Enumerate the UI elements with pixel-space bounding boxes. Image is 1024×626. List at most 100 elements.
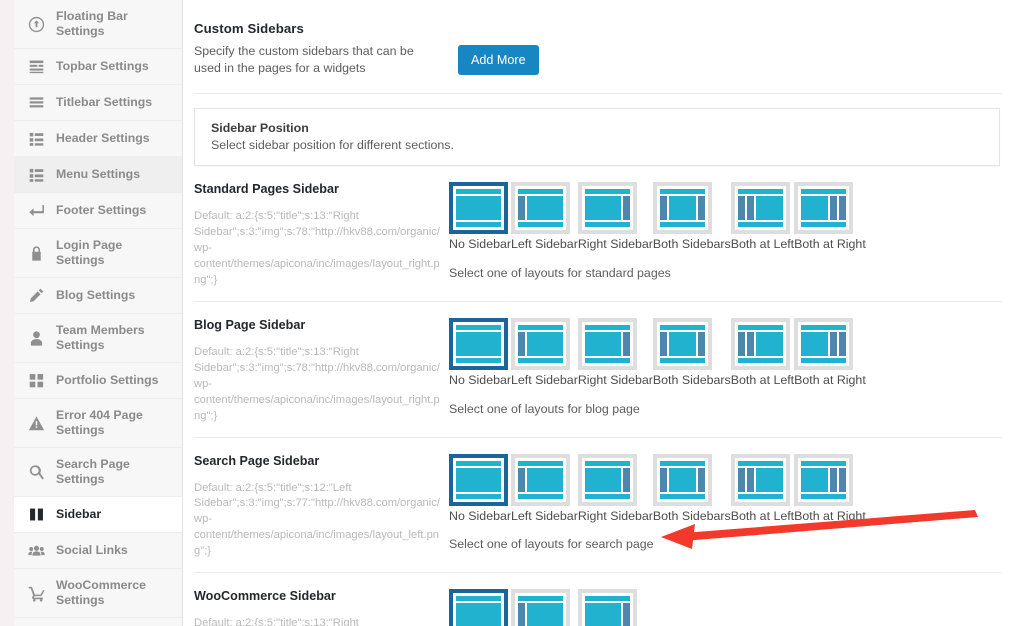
layout-thumbnail[interactable] <box>652 453 712 506</box>
sidebar-item-under-construction-site[interactable]: Under Construction Site <box>14 618 182 626</box>
layout-thumbnail[interactable] <box>730 453 790 506</box>
sidebar-item-label: Social Links <box>56 543 128 557</box>
sidebar-item-label: Titlebar Settings <box>56 95 153 109</box>
layout-option-both_right[interactable]: Both at Right <box>794 318 866 388</box>
layout-thumbnail[interactable] <box>577 589 637 626</box>
layout-option-label: Both at Right <box>794 508 866 523</box>
layout-thumbnail[interactable] <box>577 182 637 235</box>
layout-option-both_left[interactable]: Both at Left <box>730 453 794 524</box>
layout-option-none[interactable]: No Sidebar <box>449 453 511 524</box>
layout-option-both_left[interactable]: Both at Left <box>730 318 794 388</box>
sidebar-item-label: Error 404 Page Settings <box>56 408 143 437</box>
layout-option-right[interactable]: Right Sidebar <box>577 318 653 388</box>
layout-thumbnail[interactable] <box>577 318 637 370</box>
section-divider <box>194 301 1002 302</box>
option-title: WooCommerce Sidebar <box>194 589 336 604</box>
layout-option-left[interactable]: Left Sidebar <box>511 318 578 388</box>
layout-thumbnail[interactable] <box>511 182 570 235</box>
warning-triangle-icon <box>28 415 45 432</box>
layout-thumbnail[interactable] <box>449 453 508 506</box>
layout-thumbnail[interactable] <box>730 318 790 370</box>
layout-option-both[interactable]: Both Sidebars <box>652 318 731 388</box>
layout-option-right[interactable]: Right Sidebar <box>577 182 653 252</box>
layout-option-both_right[interactable]: Both at Right <box>794 453 866 524</box>
layout-option-both[interactable]: Both Sidebars <box>652 182 731 252</box>
layout-thumbnail[interactable] <box>511 589 570 626</box>
sidebar-item-floating-bar-settings[interactable]: Floating Bar Settings <box>14 0 182 49</box>
layout-option-label: No Sidebar <box>449 373 511 387</box>
layout-thumbnail[interactable] <box>794 318 854 370</box>
sidebar-item-label: WooCommerce Settings <box>56 578 146 607</box>
layout-option-left[interactable]: Left Sidebar <box>511 182 578 252</box>
sidebar-item-team-members-settings[interactable]: Team Members Settings <box>14 314 182 363</box>
grid-squares-icon <box>28 372 45 389</box>
sidebar-item-footer-settings[interactable]: Footer Settings <box>14 193 182 229</box>
sidebar-item-label: Header Settings <box>56 131 150 145</box>
sidebar-item-label: Blog Settings <box>56 288 136 302</box>
layout-thumbnail[interactable] <box>449 589 508 626</box>
sidebar-item-sidebar[interactable]: Sidebar <box>14 497 182 533</box>
layout-option-label: No Sidebar <box>449 508 511 523</box>
sidebar-item-login-page-settings[interactable]: Login Page Settings <box>14 229 182 278</box>
layout-thumbnail[interactable] <box>652 318 712 370</box>
sidebar-item-label: Team Members Settings <box>56 323 145 352</box>
layout-thumbnail[interactable] <box>652 182 712 235</box>
layout-preview-left <box>515 322 566 366</box>
add-more-button[interactable]: Add More <box>458 45 539 75</box>
sidebar-item-blog-settings[interactable]: Blog Settings <box>14 278 182 314</box>
option-default-value: Default: a:2:{s:5:"title";s:13:"Right Si… <box>194 210 440 287</box>
layout-option-none[interactable]: No Sidebar <box>449 589 511 626</box>
layout-thumbnail[interactable] <box>794 453 854 506</box>
sidebar-item-header-settings[interactable]: Header Settings <box>14 121 182 157</box>
layout-thumbnail[interactable] <box>794 182 854 235</box>
layout-thumbnail[interactable] <box>577 453 637 506</box>
sidebar-item-label: Login Page Settings <box>56 238 123 267</box>
layout-option-none[interactable]: No Sidebar <box>449 182 511 252</box>
layout-preview-right <box>581 457 633 502</box>
sidebar-item-search-page-settings[interactable]: Search Page Settings <box>14 448 182 497</box>
titlebar-lines-icon <box>28 94 45 111</box>
layout-option-label: Left Sidebar <box>511 373 578 387</box>
layout-thumbnail[interactable] <box>730 182 790 235</box>
layout-preview-both_right <box>798 457 850 502</box>
layout-option-none[interactable]: No Sidebar <box>449 318 511 388</box>
layout-option-left[interactable]: Left Sidebar <box>511 589 578 626</box>
page-left-strip <box>0 0 14 626</box>
layout-thumbnail[interactable] <box>511 453 570 506</box>
layout-option-label: Both at Right <box>794 373 866 387</box>
layout-option-both_left[interactable]: Both at Left <box>730 182 794 252</box>
layout-option-right[interactable]: Right Sidebar <box>577 453 653 524</box>
layout-option-label: Left Sidebar <box>511 237 578 252</box>
sidebar-item-portfolio-settings[interactable]: Portfolio Settings <box>14 363 182 399</box>
option-default-value: Default: a:2:{s:5:"title";s:13:"Right Si… <box>194 346 440 422</box>
layout-thumbnail[interactable] <box>449 318 508 370</box>
people-group-icon <box>28 542 45 559</box>
sidebar-item-titlebar-settings[interactable]: Titlebar Settings <box>14 85 182 121</box>
layout-thumbnail[interactable] <box>511 318 570 370</box>
layout-option-right[interactable]: Right Sidebar <box>577 589 653 626</box>
sidebar-item-menu-settings[interactable]: Menu Settings <box>14 157 182 193</box>
enter-arrow-icon <box>28 202 45 219</box>
sidebar-position-note: Sidebar Position Select sidebar position… <box>194 108 1000 167</box>
sidebar-item-topbar-settings[interactable]: Topbar Settings <box>14 49 182 85</box>
sidebar-item-error-404-page-settings[interactable]: Error 404 Page Settings <box>14 399 182 448</box>
option-default-value: Default: a:2:{s:5:"title";s:13:"Right Si… <box>194 617 359 626</box>
sidebar-item-social-links[interactable]: Social Links <box>14 533 182 569</box>
layout-preview-none <box>453 457 504 502</box>
sidebar-item-woocommerce-settings[interactable]: WooCommerce Settings <box>14 569 182 618</box>
layout-option-both_right[interactable]: Both at Right <box>794 182 866 252</box>
option-hint: Select one of layouts for standard pages <box>449 266 671 281</box>
layout-option-both[interactable]: Both Sidebars <box>652 453 731 524</box>
settings-content-panel: Custom Sidebars Specify the custom sideb… <box>183 0 1024 626</box>
layout-thumbnail[interactable] <box>449 182 508 235</box>
layout-option-left[interactable]: Left Sidebar <box>511 453 578 524</box>
page-title: Custom Sidebars <box>194 21 304 36</box>
